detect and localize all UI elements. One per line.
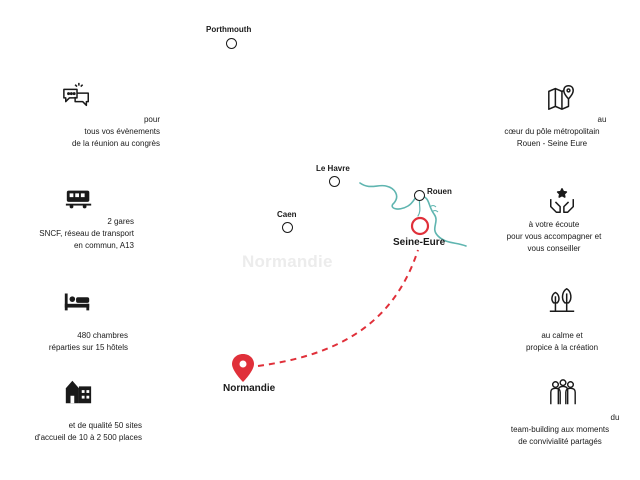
feature-venues-text: et de qualité 50 sites d'accueil de 10 à… (34, 421, 142, 442)
city-dot-caen[interactable] (282, 222, 293, 233)
bed-icon (62, 286, 92, 316)
city-label-rouen: Rouen (427, 187, 452, 196)
map-pin-icon (546, 82, 576, 112)
city-dot-le-havre[interactable] (329, 176, 340, 187)
train-icon (64, 184, 94, 214)
seine-eure-label: Seine-Eure (393, 237, 446, 248)
chat-bubbles-icon (62, 80, 92, 110)
normandie-label: Normandie (223, 383, 276, 394)
feature-events-text: pour tous vos évènements de la réunion a… (71, 115, 160, 148)
team-icon (548, 378, 578, 408)
city-label-le-havre: Le Havre (316, 164, 350, 173)
feature-calm-text: au calme et propice à la création (525, 331, 599, 352)
city-label-porthmouth: Porthmouth (206, 25, 252, 34)
wave-decoration (429, 205, 439, 213)
city-dot-rouen[interactable] (414, 190, 425, 201)
trees-icon (547, 285, 577, 315)
hands-star-icon (547, 186, 577, 216)
feature-team-text: du team-building aux moments de convivia… (510, 413, 620, 446)
building-icon (63, 377, 93, 407)
city-dot-porthmouth[interactable] (226, 38, 237, 49)
location-pin-icon (232, 354, 254, 382)
feature-hotels-text: 480 chambres réparties sur 15 hôtels (48, 331, 128, 352)
feature-transport-text: 2 gares SNCF, réseau de transport en com… (39, 217, 134, 250)
region-watermark: Normandie (242, 252, 333, 271)
city-label-caen: Caen (277, 210, 297, 219)
seine-eure-circle (410, 216, 430, 236)
feature-support-text: à votre écoute pour vous accompagner et … (506, 220, 602, 253)
feature-location-text: au cœur du pôle métropolitain Rouen - Se… (504, 115, 607, 148)
route-line (257, 249, 419, 367)
